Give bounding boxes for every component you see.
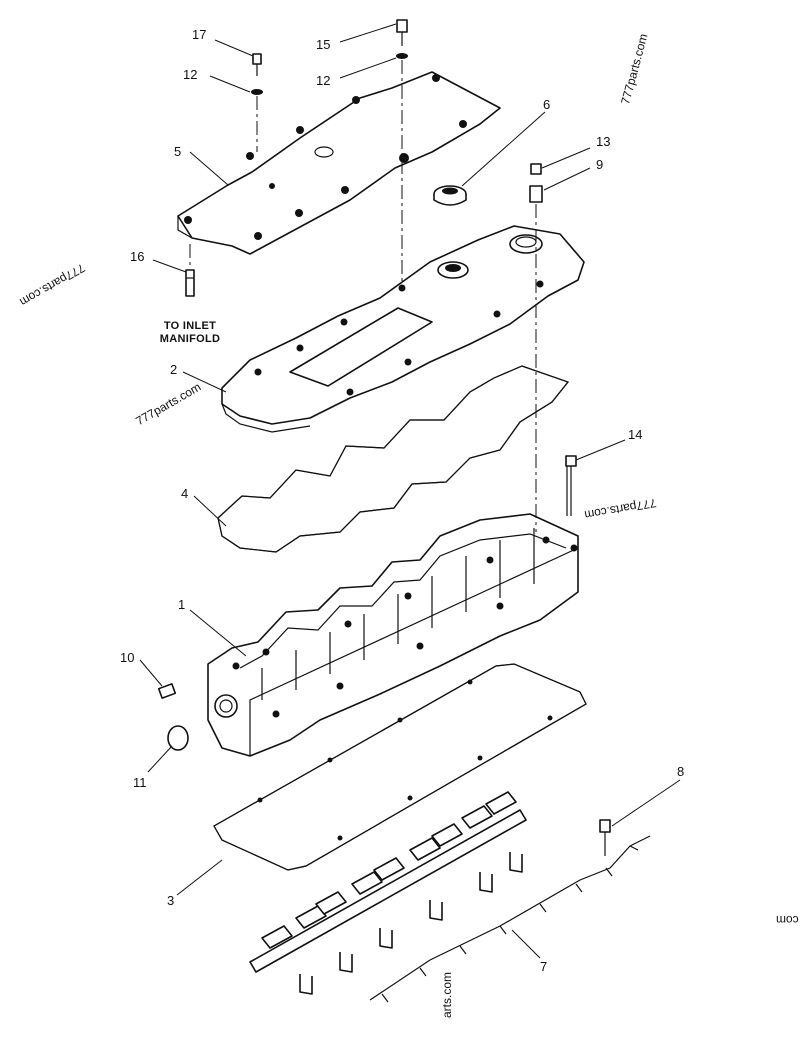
part-6-filler-cap [433,185,467,206]
note-line-1: TO INLET [163,320,217,332]
part-16-stud [185,269,195,297]
part-10-fitting [157,683,177,699]
callout-6: 6 [543,97,551,112]
part-8-bolt [599,819,611,856]
callout-16: 16 [130,249,145,264]
callout-4: 4 [181,486,189,501]
callout-14: 14 [628,427,643,442]
part-9-seal [529,185,543,203]
note-line-2: MANIFOLD [159,333,221,346]
part-4-cover-gasket [217,365,569,553]
part-15-bolt [396,19,408,46]
part-5-cover-plate [177,71,501,255]
watermark-edge: com [776,913,799,927]
part-2-valve-cover [221,225,585,433]
callout-15: 15 [316,37,331,52]
callout-8: 8 [677,764,685,779]
part-14-bolt [565,455,577,516]
part-7-wiring-harness [369,835,651,1003]
part-13-bolt [530,163,542,175]
part-1-rocker-housing [207,513,579,757]
inlet-manifold-note: TO INLET MANIFOLD [150,320,230,346]
callout-leaders [139,23,681,959]
callout-12-left: 12 [183,67,198,82]
callout-1: 1 [178,597,186,612]
callout-10: 10 [120,650,135,665]
callout-12-right: 12 [316,73,331,88]
callout-7: 7 [540,959,548,974]
callout-11: 11 [133,775,147,790]
callout-5: 5 [174,144,182,159]
callout-9: 9 [596,157,604,172]
part-17-bolt [252,53,262,76]
callout-3: 3 [167,893,175,908]
part-3-lower-gasket [213,663,587,871]
part-12-washer-right [396,53,408,59]
watermark-bottom: arts.com [440,971,455,1019]
callout-17: 17 [192,27,207,42]
assembly-lines [189,60,537,532]
callout-2: 2 [170,362,178,377]
part-11-o-ring [167,725,189,751]
part-12-washer-left [251,89,263,95]
rocker-arm-assembly [249,791,527,995]
callout-13: 13 [596,134,611,149]
